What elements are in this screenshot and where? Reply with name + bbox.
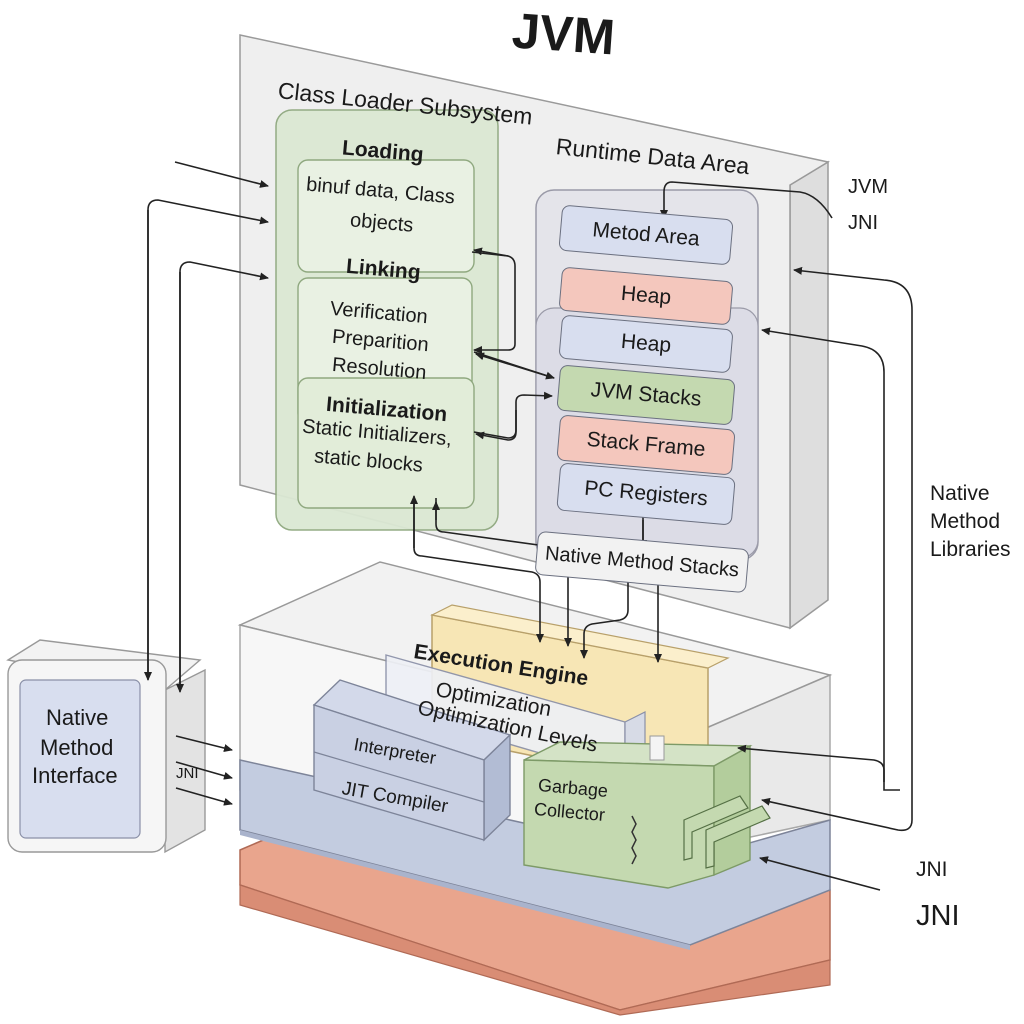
method-area-label: Metod Area	[591, 218, 701, 251]
gc-zigzag	[631, 815, 637, 865]
flow-arrows	[144, 161, 913, 891]
interpreter-block-front	[313, 704, 485, 841]
heap-label-1: Heap	[620, 281, 673, 310]
nmi-cube-side	[164, 668, 206, 854]
diagram-title: JVM	[510, 2, 617, 66]
heap-label-2: Heap	[620, 329, 673, 358]
loading-box	[297, 159, 475, 273]
jvm-top-label: JVM	[848, 176, 888, 198]
jni-bottom-large-label: JNI	[916, 900, 960, 932]
jvm-panel-side	[789, 160, 829, 630]
gc-plug-1	[683, 795, 749, 861]
pc-registers-label: PC Registers	[583, 476, 709, 511]
native-method-stacks-label: Native Method Stacks	[544, 542, 740, 581]
jni-top-label: JNI	[848, 212, 878, 234]
jvm-stacks-label: JVM Stacks	[589, 378, 703, 411]
nmi-label-line3: Interface	[32, 763, 118, 788]
initialization-box	[297, 377, 475, 509]
nmi-label-line2: Method	[40, 735, 114, 760]
nmi-inner-panel	[19, 679, 141, 839]
stack-frame-label: Stack Frame	[585, 427, 707, 462]
native-method-libraries-line2: Method	[930, 510, 1001, 533]
gc-plug-2	[705, 805, 771, 869]
native-method-libraries-line3: Libraries	[930, 538, 1011, 561]
garbage-collector-front	[523, 759, 715, 889]
native-method-libraries-line1: Native	[930, 482, 990, 505]
jni-bottom-small-label: JNI	[916, 858, 948, 881]
nmi-jni-label: JNI	[176, 765, 199, 782]
nmi-label-line1: Native	[46, 705, 109, 730]
